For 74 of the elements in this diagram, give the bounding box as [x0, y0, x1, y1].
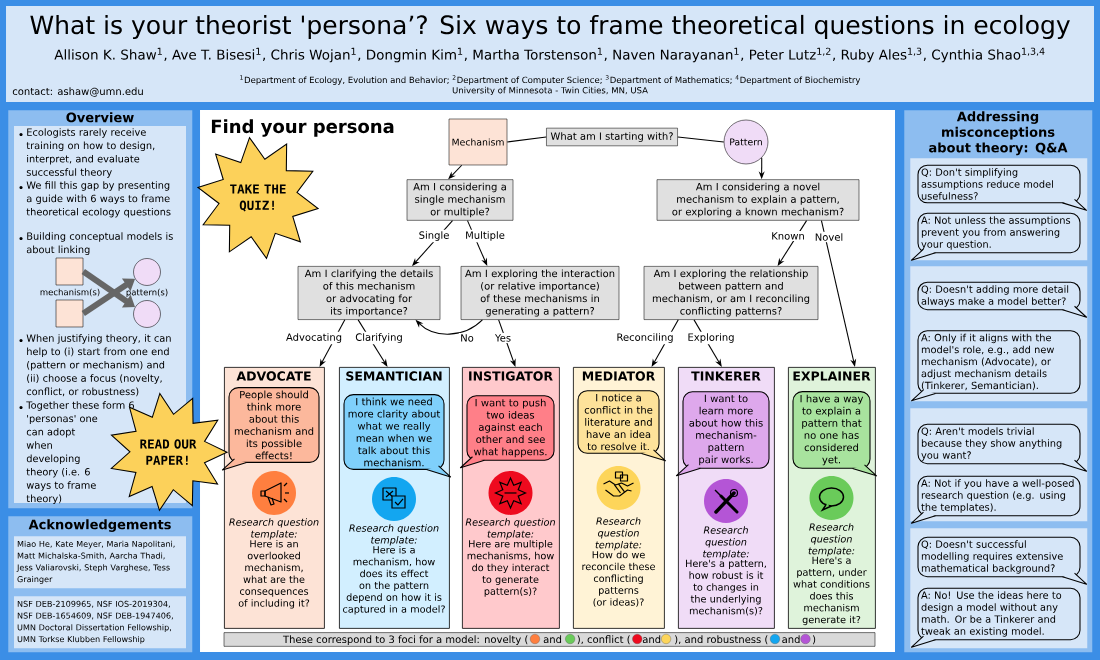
text-box: Miao He, Kate Meyer, Maria Napolitani, Matt Michalska-Smith, Aarcha Thadi, Jess Valiarovski, Steph Varghese, Tess Grainger [14, 536, 186, 589]
column-heading: INSTIGATOR [469, 371, 553, 381]
template-text: Here are multiple mechanisms, how do they interact to generate pattern(s)? [467, 540, 554, 597]
qa-bubble: A: Not unless the assumptions prevent you from answering your question. [910, 212, 1081, 261]
connector-line [677, 136, 725, 143]
column-heading: SEMANTICIAN [346, 371, 442, 381]
panel-heading: Overview [66, 112, 134, 123]
arrow [820, 220, 857, 367]
affiliation-text: University of Minnesota - Twin Cities, MN, USA [452, 86, 648, 96]
column-heading: TINKERER [691, 371, 761, 381]
column-heading: EXPLAINER [793, 371, 871, 381]
arrow [357, 319, 388, 367]
panel-heading: Addressing misconceptions about theory: Q&A [929, 111, 1068, 156]
title: What is your theorist 'persona’? Six ways to frame theoretical questions in ecology [30, 14, 1070, 40]
template-label: Research question template: [595, 517, 642, 551]
template-text: How do we reconcile these conflicting patterns (or ideas)? [582, 550, 655, 607]
question-box: Am I considering a single mechanism or multiple? [406, 179, 514, 221]
qa-bubble: A: No! Use the ideas here to design a model without any math. Or be a Tinkerer and tweak an existing model. [910, 587, 1081, 648]
template-text: Here's a pattern, how robust is it to changes in the underlying mechanism(s)? [686, 559, 766, 616]
template-text: Here is a mechanism, how does its effect on the pattern depend on how it is captured in a model? [343, 546, 445, 615]
question-box: Am I exploring the relationship between pattern and mechanism, or am I reconciling conflicting patterns? [643, 266, 819, 320]
arrow [81, 269, 135, 308]
edge-label: Yes [493, 332, 513, 344]
column-heading: MEDIATOR [582, 371, 656, 381]
author-list: Allison K. Shaw$^{1}$, Ave T. Bisesi$^{1}$, Chris Wojan$^{1}$, Dongmin Kim$^{1}$, Martha Torstenson$^{1}$, Naven Narayanan$^{1}$, Peter Lutz$^{1,2}$, Ruby Ales$^{1,3}$, Cynthia Shao$^{1,3,4}$ [54, 47, 1045, 63]
speech-bubble: People should think more about this mechanism and its possible effects! [221, 387, 320, 471]
pattern-circle [133, 258, 161, 286]
question-box: Am I exploring the interaction (or relative importance) of these mechanisms in generating a pattern? [460, 266, 620, 320]
arrow [319, 319, 346, 367]
speech-bubble: I want to push two ideas against each other and see what happens. [459, 395, 555, 469]
affiliation-text: $^{1}$Department of Ecology, Evolution and Behavior; $^{2}$Department of Computer Science; $^{3}$Department of Mathematics; $^{4}$Department of Biochemistry [240, 75, 861, 85]
panel-heading: Acknowledgements [28, 519, 171, 532]
bullet-text: Ecologists rarely receive training on how to design, interpret, and evaluate successful theory [26, 128, 155, 178]
template-label: Research question template: [808, 523, 855, 557]
mechanism-box: Mechanism [448, 118, 508, 166]
pattern-circle [133, 300, 161, 328]
mechanism-square [55, 257, 84, 286]
template-text: Here's a pattern, under what conditions does this mechanism generate it? [793, 556, 870, 626]
template-label: Research question template: [349, 524, 439, 546]
speech-bubble: I have a way to explain a pattern that no one has considered yet. [792, 391, 878, 477]
qa-bubble: Q: Doesn't successful modelling requires extensive mathematical background? [917, 536, 1088, 585]
arrow [81, 278, 135, 316]
qa-bubble: Q: Aren't models trivial because they show anything you want? [917, 423, 1088, 472]
question-box: Am I considering a novel mechanism to explain a pattern, or exploring a known mechanism? [656, 179, 860, 221]
template-label: Research question template: [703, 526, 749, 560]
template-label: Research question template: [229, 518, 319, 540]
arrow [498, 319, 516, 367]
speech-bubble: I notice a conflict in the literature and have an idea to resolve it. [577, 390, 667, 462]
qa-bubble: A: Not if you have a well-posed research question (e.g. using the templates). [910, 475, 1081, 524]
diagram-label: pattern(s) [126, 288, 168, 298]
bullet-text: We fill this gap by presenting a guide with 6 ways to frame theoretical ecology questions [26, 181, 171, 218]
column-heading: ADVOCATE [236, 371, 311, 381]
edge-label: No [458, 332, 476, 344]
edge-label: Novel [813, 231, 845, 243]
section-heading: Find your persona [211, 119, 394, 137]
question-box: What am I starting with? [546, 127, 678, 147]
text-box: NSF DEB-2109965, NSF IOS-2019304, NSF DEB-1654609, NSF DEB-1947406, UMN Doctoral Dissertation Fellowship, UMN Torkse Klubben Fellowship [14, 596, 186, 649]
arrow [693, 319, 722, 367]
qa-bubble: Q: Doesn't adding more detail always make a model better? [917, 281, 1088, 318]
template-label: Research question template: [465, 518, 555, 540]
diagram-label: mechanism(s) [40, 288, 100, 297]
speech-bubble: I think we need more clarity about what we really mean when we talk about this mechanism. [343, 394, 452, 478]
arrow [651, 319, 679, 367]
bullet-text: Building conceptual models is about linking [26, 232, 173, 256]
template-text: Here is an overlooked mechanism, what are the consequences of including it? [238, 540, 310, 609]
speech-bubble: I want to learn more about how this mechanism-pattern pair works. [675, 391, 770, 477]
footer-bar: These correspond to 3 foci for a model: novelty ( and ), conflict ( and ), and robustness ( and ) [223, 632, 876, 647]
contact-text: contact: ashaw@umn.edu [12, 87, 143, 97]
qa-bubble: A: Only if it aligns with the model's role, e.g., add new mechanism (Advocate), or adjust mechanism details (Tinkerer, Semantician). [910, 330, 1081, 402]
connector-line [506, 136, 547, 143]
edge-label: Known [769, 230, 807, 242]
mechanism-square [55, 299, 84, 328]
question-box: Am I clarifying the details of this mechanism or advocating for its importance? [297, 266, 441, 320]
qa-bubble: Q: Don't simplifying assumptions reduce model usefulness? [917, 164, 1088, 211]
